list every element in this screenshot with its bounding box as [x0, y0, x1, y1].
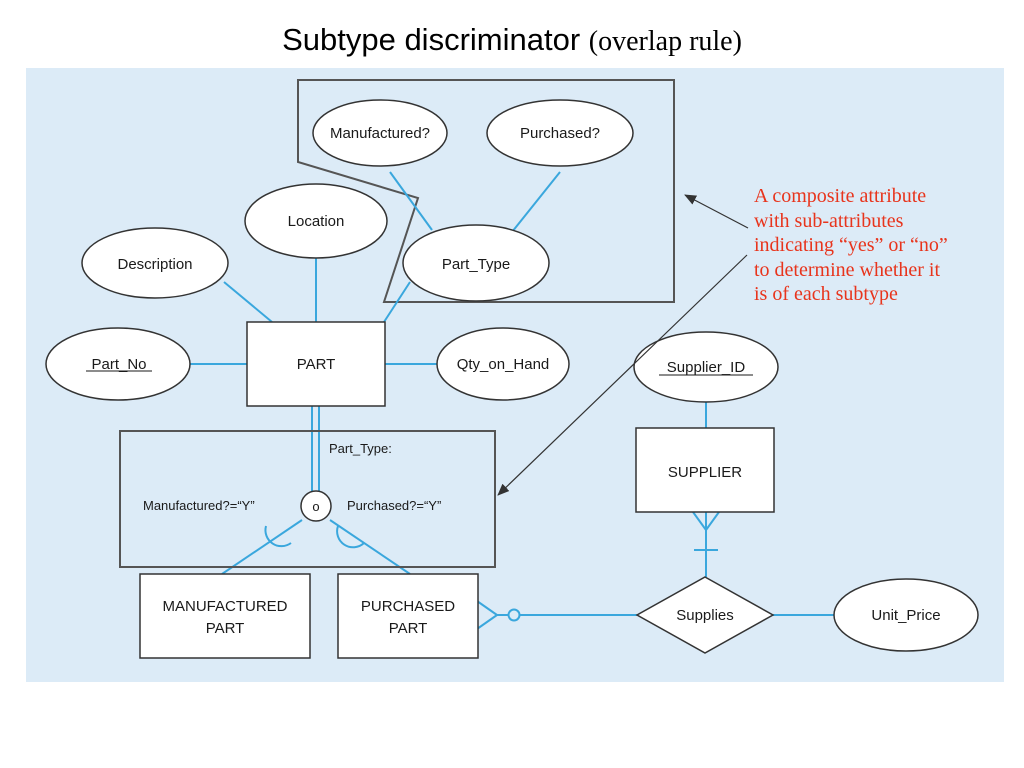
line-disc-manufactured: [221, 519, 303, 575]
attr-location-label: Location: [288, 213, 345, 230]
composite-attribute-box: [297, 79, 675, 303]
crowfoot-purchased-circle: [507, 608, 521, 622]
entity-purchased-label-2: PART: [389, 620, 428, 637]
line-manufactured-parttype: [389, 171, 433, 231]
entity-manufactured-part-box: [139, 573, 311, 659]
annotation-arrow-composite: [684, 194, 749, 229]
line-description-part: [223, 281, 273, 323]
attr-manufactured-label: Manufactured?: [330, 125, 430, 142]
attr-unitprice-ellipse: [833, 578, 979, 652]
attr-supplierid-ellipse: [633, 331, 779, 403]
overlap-symbol: o: [312, 499, 319, 514]
attr-manufactured-ellipse: [312, 99, 448, 167]
discriminator-left-condition: Manufactured?=“Y”: [143, 498, 255, 513]
relationship-supplies-diamond: [635, 576, 775, 654]
annotation-line: A composite attribute: [754, 185, 927, 207]
attr-parttype-label: Part_Type: [442, 256, 510, 273]
attr-unitprice-label: Unit_Price: [871, 607, 940, 624]
title-main: Subtype discriminator: [282, 22, 581, 57]
annotation-line: to determine whether it: [754, 258, 941, 281]
attr-partno-ellipse: [45, 327, 191, 401]
entity-manufactured-label-2: PART: [206, 620, 245, 637]
attr-purchased-label: Purchased?: [520, 125, 600, 142]
annotation-line: is of each subtype: [754, 283, 898, 305]
attr-parttype-ellipse: [402, 224, 550, 302]
entity-manufactured-label-1: MANUFACTURED: [162, 598, 287, 615]
attr-qty-ellipse: [436, 327, 570, 401]
entity-purchased-part-box: [337, 573, 479, 659]
annotation-line: indicating “yes” or “no”: [754, 234, 948, 256]
annotation-note: A composite attribute with sub-attribute…: [754, 184, 1016, 307]
subset-arc-right: [336, 525, 365, 549]
entity-part-box: [246, 321, 386, 407]
discriminator-box: [119, 430, 496, 568]
crowfoot-supplier-left: [692, 511, 707, 531]
crowfoot-supplier-right: [705, 511, 720, 531]
relationship-supplies-label: Supplies: [676, 607, 734, 624]
attr-supplierid-label: Supplier_ID: [667, 359, 746, 376]
attr-description-label: Description: [117, 256, 192, 273]
crowfoot-purchased-top: [476, 600, 498, 616]
connectors: [190, 171, 834, 630]
attr-qty-label: Qty_on_Hand: [457, 356, 550, 373]
overlap-circle: [300, 490, 332, 522]
discriminator-label: Part_Type:: [329, 441, 392, 456]
subset-arc-left: [264, 525, 292, 548]
annotation-arrow-discriminator: [497, 254, 748, 496]
line-disc-purchased: [329, 519, 411, 575]
attr-purchased-ellipse: [486, 99, 634, 167]
entity-purchased-label-1: PURCHASED: [361, 598, 455, 615]
attr-location-ellipse: [244, 183, 388, 259]
annotation-line: with sub-attributes: [754, 209, 904, 232]
line-parttype-part: [383, 281, 411, 323]
attr-partno-label: Part_No: [91, 356, 146, 373]
title-sub: (overlap rule): [588, 26, 742, 57]
slide-title: Subtype discriminator (overlap rule): [0, 22, 1024, 58]
attr-description-ellipse: [81, 227, 229, 299]
entity-supplier-label: SUPPLIER: [668, 464, 742, 481]
discriminator-right-condition: Purchased?=“Y”: [347, 498, 441, 513]
entity-supplier-box: [635, 427, 775, 513]
line-purchased-parttype: [511, 171, 561, 233]
entity-part-label: PART: [297, 356, 336, 373]
crowfoot-purchased-bottom: [476, 614, 498, 630]
